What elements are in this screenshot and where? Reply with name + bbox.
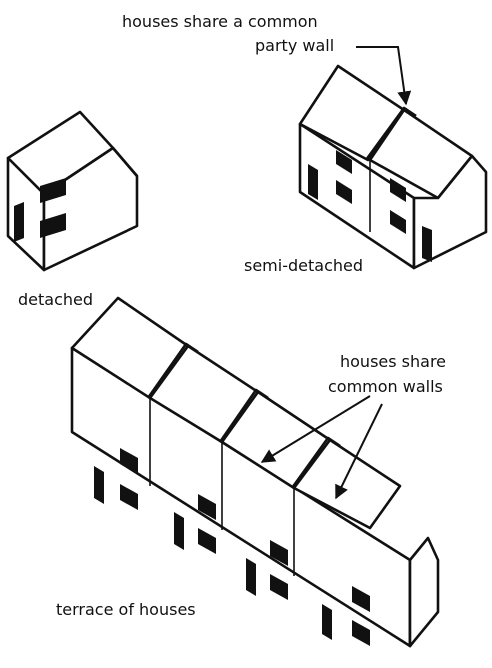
detached-label: detached [18, 290, 94, 309]
common-walls-label-line1: houses share [340, 352, 447, 371]
party-wall-label-line1: houses share a common [122, 12, 318, 31]
party-wall-arrow [356, 46, 412, 106]
terrace-houses-illustration [70, 296, 440, 648]
party-wall-label-line2: party wall [255, 36, 335, 55]
semi-detached-house-illustration [298, 64, 488, 270]
common-walls-label-line2: common walls [328, 377, 443, 396]
detached-house-illustration [6, 110, 139, 272]
semi-detached-label: semi-detached [244, 256, 363, 275]
terrace-label: terrace of houses [56, 600, 196, 619]
common-walls-arrows [260, 395, 383, 500]
